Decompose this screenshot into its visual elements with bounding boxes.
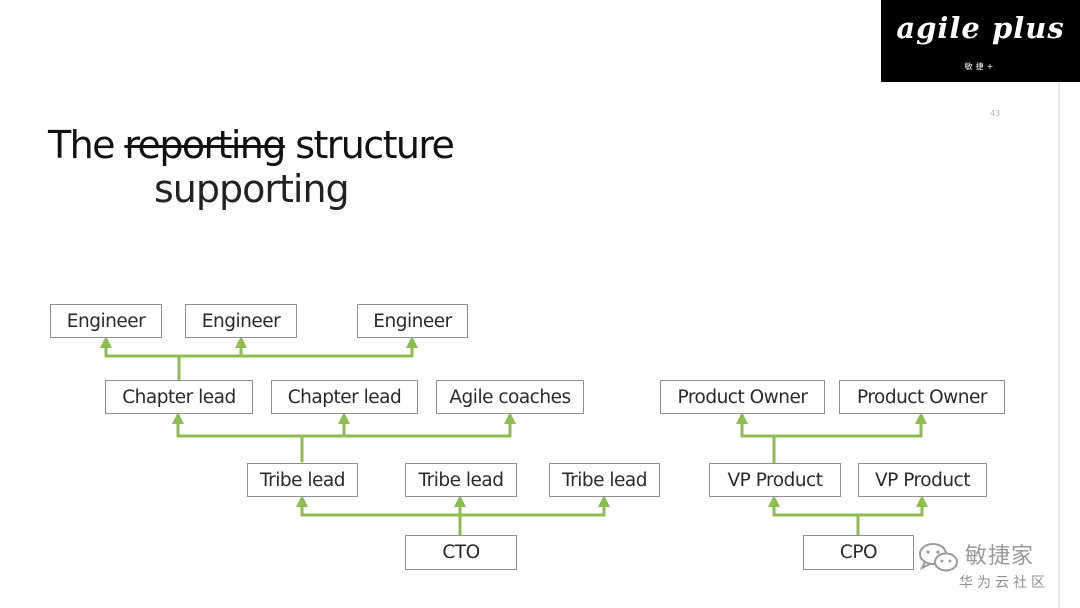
chapter-lead-node: Chapter lead (105, 380, 253, 414)
title-suffix: structure (295, 123, 455, 167)
watermark-name: 敏捷家 (965, 544, 1035, 569)
tribe-lead-node: Tribe lead (405, 463, 517, 497)
title-struck-word: reporting (124, 123, 286, 167)
logo-subtext: 敏捷+ (964, 62, 997, 71)
slide-edge (1058, 0, 1060, 608)
tribe-lead-node: Tribe lead (247, 463, 358, 497)
engineer-node: Engineer (357, 304, 468, 338)
chapter-lead-node: Chapter lead (271, 380, 418, 414)
vp-product-node: VP Product (858, 463, 987, 497)
vp-product-node: VP Product (709, 463, 841, 497)
brand-logo: agile plus 敏捷+ (881, 0, 1080, 82)
title-prefix: The (48, 123, 115, 167)
tribe-lead-node: Tribe lead (549, 463, 660, 497)
cpo-node: CPO (803, 535, 914, 570)
title-replacement-word: supporting (154, 167, 350, 211)
watermark-subtext: 华为云社区 (959, 575, 1049, 591)
engineer-node: Engineer (50, 304, 162, 338)
agile-coaches-node: Agile coaches (436, 380, 584, 414)
engineer-node: Engineer (185, 304, 297, 338)
product-owner-node: Product Owner (839, 380, 1005, 414)
cto-node: CTO (405, 535, 517, 570)
slide-title: The reporting structure (48, 122, 455, 168)
logo-text: agile plus (896, 11, 1065, 45)
product-owner-node: Product Owner (660, 380, 825, 414)
wechat-icon (919, 543, 958, 572)
page-number: 43 (990, 109, 1001, 118)
watermark: 敏捷家 华为云社区 (917, 540, 1067, 600)
